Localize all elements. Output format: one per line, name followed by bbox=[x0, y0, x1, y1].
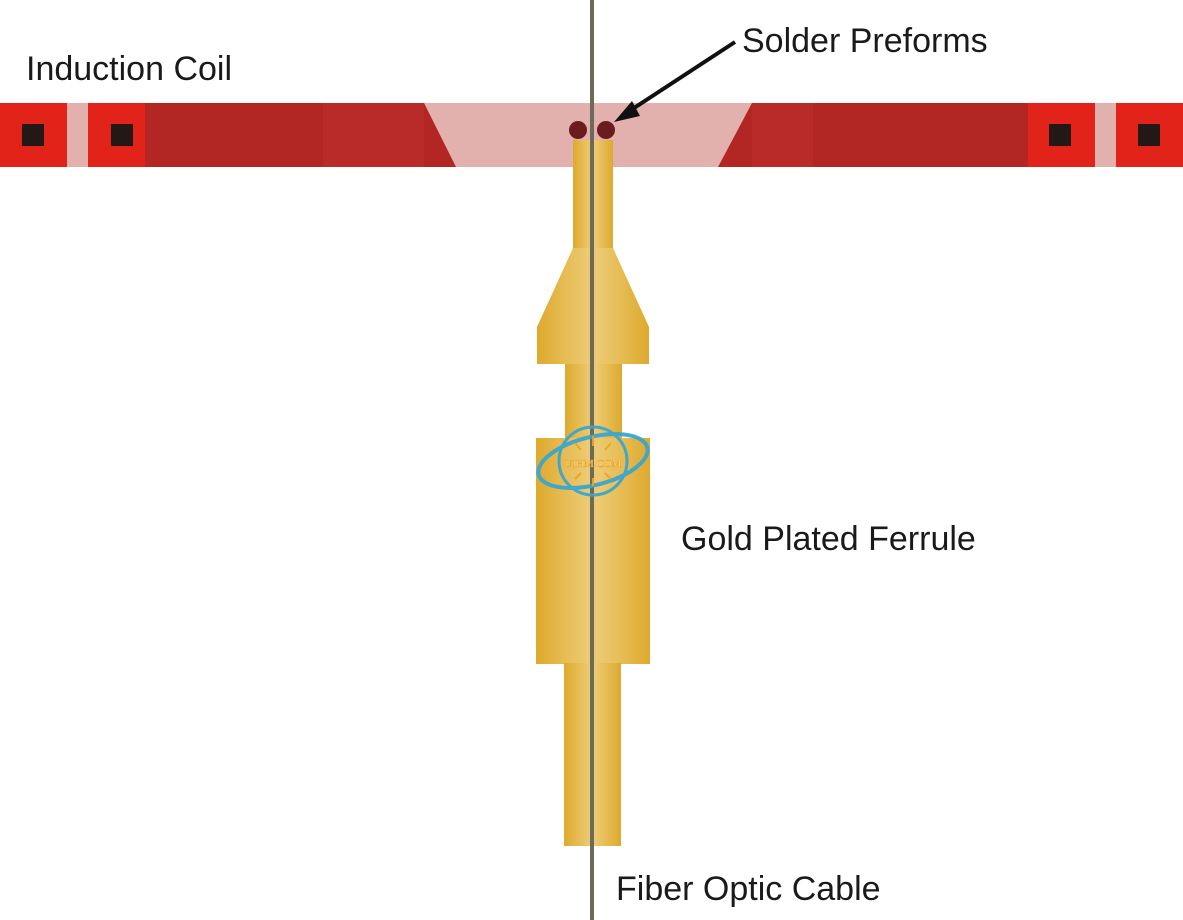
coil-center-gap bbox=[424, 103, 752, 167]
coil-conductor-left-inner bbox=[111, 124, 133, 146]
coil-conductor-right-outer bbox=[1138, 124, 1160, 146]
label-fiber-optic-cable: Fiber Optic Cable bbox=[616, 870, 881, 908]
solder-preform-right bbox=[597, 121, 615, 139]
coil-conductor-right-inner bbox=[1049, 124, 1071, 146]
coil-gap-right bbox=[1095, 103, 1116, 167]
coil-band-shade-left bbox=[323, 103, 424, 167]
solder-preform-left bbox=[569, 121, 587, 139]
solder-preforms-arrow bbox=[614, 40, 737, 122]
coil-gap-left bbox=[67, 103, 88, 167]
label-solder-preforms: Solder Preforms bbox=[742, 22, 988, 60]
solder-preforms bbox=[569, 121, 615, 139]
coil-band-shade-right bbox=[752, 103, 813, 167]
coil-conductor-left-outer bbox=[22, 124, 44, 146]
watermark-text: UIHM.COM bbox=[564, 458, 621, 470]
label-gold-plated-ferrule: Gold Plated Ferrule bbox=[681, 520, 976, 558]
label-induction-coil: Induction Coil bbox=[26, 50, 233, 88]
uihm-logo-watermark: UIHM.COM bbox=[536, 425, 650, 497]
